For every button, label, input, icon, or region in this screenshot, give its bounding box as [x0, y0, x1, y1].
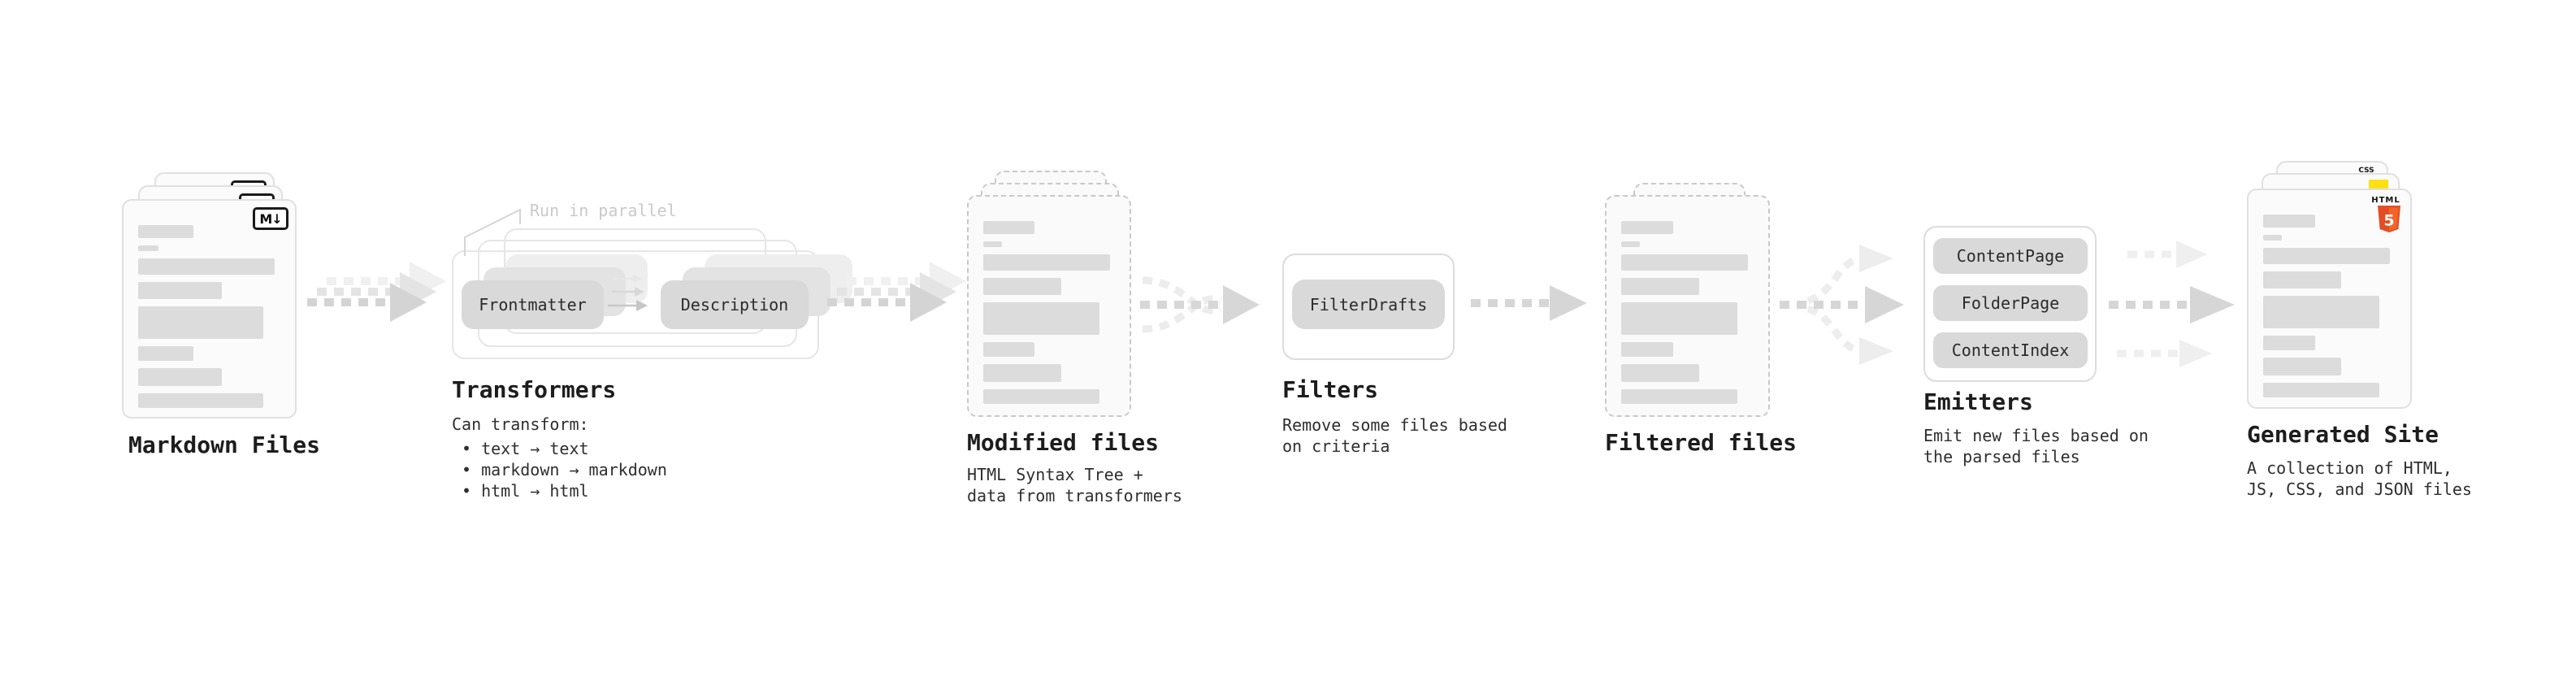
- description-pill: Description: [661, 280, 809, 329]
- generated-site-desc: A collection of HTML,: [2247, 458, 2452, 478]
- transformers-bullet: • html → html: [462, 481, 589, 501]
- filtered-file-card-front: [1605, 195, 1770, 417]
- markdown-file-card-front: M↓: [122, 199, 297, 419]
- run-in-parallel-leader-line: [464, 208, 521, 256]
- generated-site-desc: JS, CSS, and JSON files: [2247, 479, 2472, 499]
- generated-html-card: HTML 5: [2247, 189, 2412, 409]
- modified-file-card-front: [967, 195, 1131, 417]
- filtered-files-label: Filtered files: [1605, 429, 1798, 456]
- modified-files-desc: HTML Syntax Tree +: [967, 465, 1143, 484]
- transformers-bullet: • text → text: [462, 439, 589, 458]
- flow-arrow-filtered-to-emitters-diverge: [1780, 245, 1904, 365]
- document-placeholder-lines: [2263, 215, 2396, 397]
- run-in-parallel-annotation: Run in parallel: [530, 201, 677, 220]
- transformers-bullet: • markdown → markdown: [462, 460, 667, 479]
- contentindex-pill: ContentIndex: [1933, 332, 2088, 368]
- document-placeholder-lines: [1621, 221, 1754, 404]
- document-placeholder-lines: [138, 225, 280, 408]
- markdown-files-label: Markdown Files: [128, 432, 321, 458]
- transformers-desc-title: Can transform:: [452, 414, 589, 434]
- markdown-icon: M↓: [253, 207, 288, 230]
- filters-desc: Remove some files based: [1282, 415, 1507, 435]
- contentpage-pill: ContentPage: [1933, 238, 2088, 274]
- filters-desc: on criteria: [1282, 436, 1390, 456]
- emitters-label: Emitters: [1923, 388, 2033, 415]
- filters-label: Filters: [1282, 376, 1379, 403]
- emitters-desc: the parsed files: [1923, 447, 2080, 466]
- flow-arrow-transformers-to-modified: [827, 262, 966, 322]
- emitters-desc: Emit new files based on: [1923, 426, 2149, 445]
- transformers-label: Transformers: [452, 376, 617, 403]
- flow-arrow-modified-to-filters-merge: [1140, 276, 1260, 333]
- flow-arrow-markdown-to-transformers: [307, 262, 446, 322]
- svg-text:5: 5: [2383, 212, 2394, 230]
- document-placeholder-lines: [983, 221, 1115, 404]
- flow-arrow-filters-to-filtered: [1471, 285, 1587, 321]
- folderpage-pill: FolderPage: [1933, 285, 2088, 321]
- modified-files-label: Modified files: [967, 429, 1160, 456]
- modified-files-desc: data from transformers: [967, 486, 1182, 505]
- generated-site-label: Generated Site: [2247, 421, 2439, 448]
- frontmatter-pill: Frontmatter: [462, 280, 604, 329]
- html5-icon: HTML 5: [2370, 196, 2402, 237]
- css-file-icon: CSS: [2358, 167, 2374, 175]
- transform-mini-arrows: [608, 275, 648, 311]
- flow-arrow-emitters-to-generated: [2109, 241, 2235, 367]
- filterdrafts-pill: FilterDrafts: [1292, 280, 1445, 329]
